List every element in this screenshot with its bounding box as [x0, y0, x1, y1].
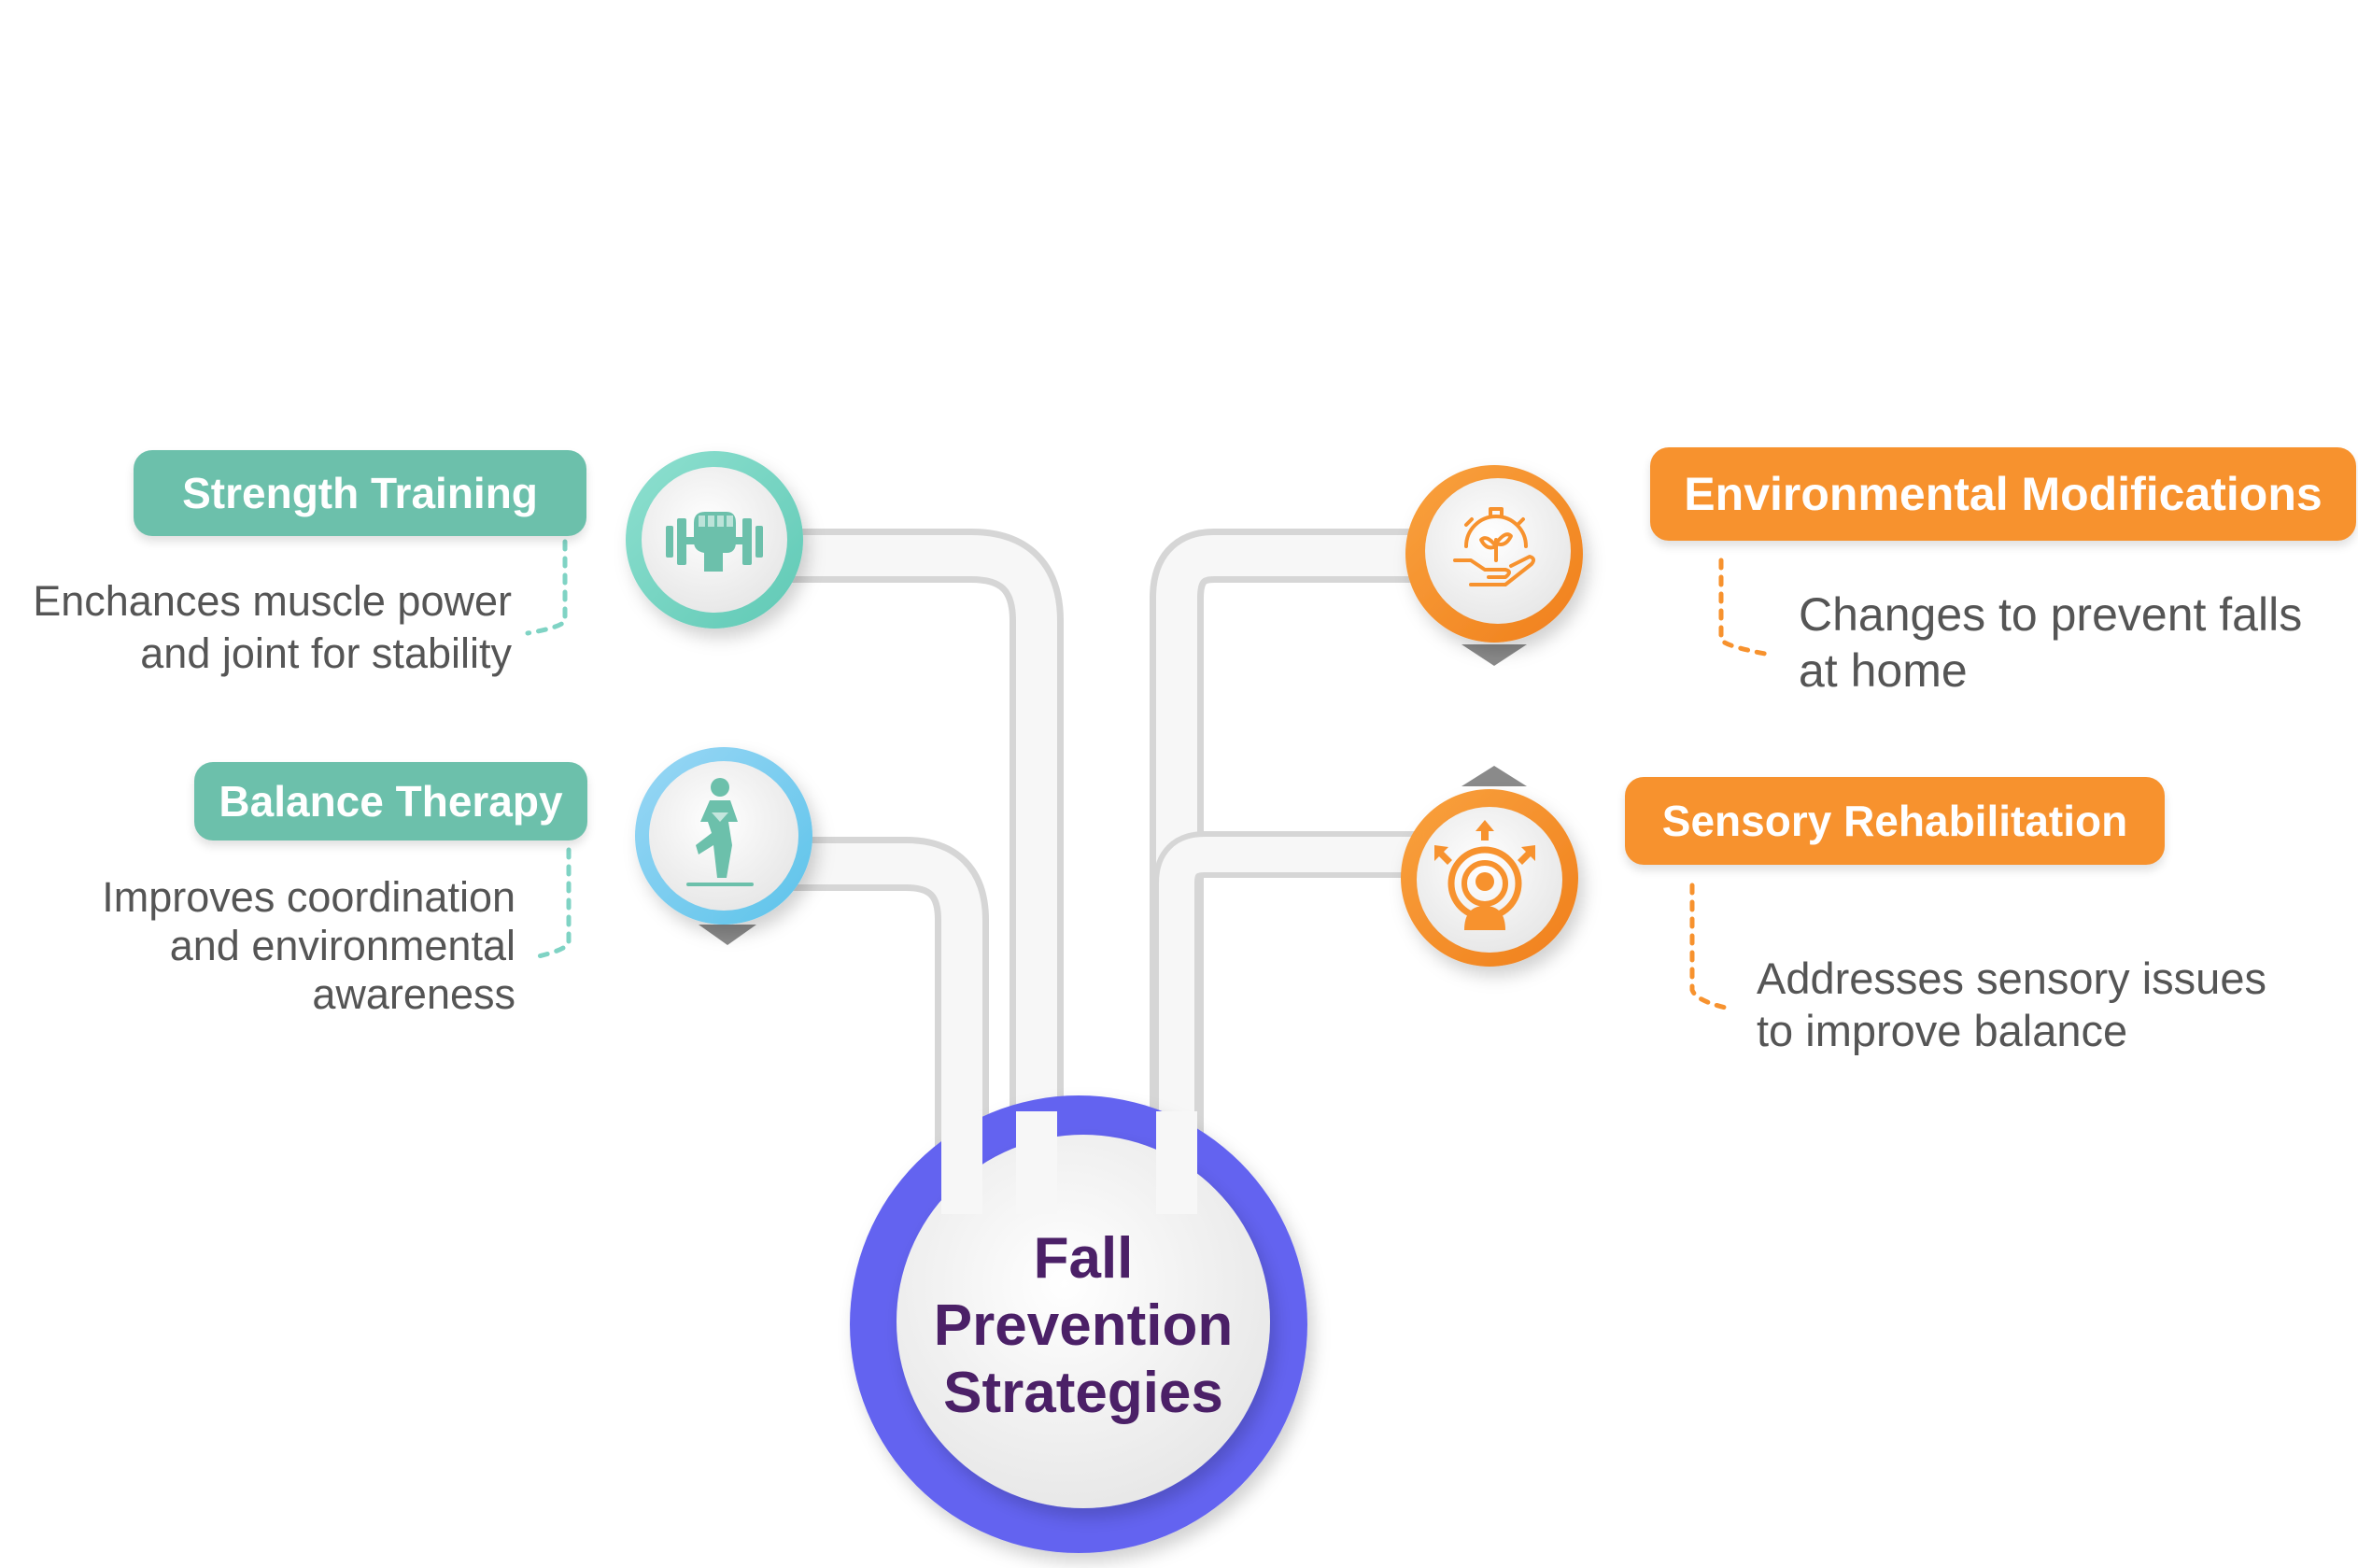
- leader-sensory: [1689, 883, 1732, 1011]
- tube-balance: [767, 837, 989, 1222]
- center-disc: [897, 1135, 1270, 1508]
- fist-dumbbell-icon: [666, 512, 763, 572]
- description-line: and environmental: [169, 922, 515, 969]
- tube-strength: [748, 529, 1064, 1222]
- node-strength-training: [626, 451, 803, 629]
- node-environmental-modifications: [1405, 465, 1583, 666]
- leader-environmental: [1718, 558, 1768, 657]
- strength-training-label: Strength Training: [134, 450, 586, 536]
- tube-caps: [941, 1111, 1197, 1214]
- center-title-line: Prevention: [933, 1293, 1234, 1358]
- balance-therapy-label: Balance Therapy: [194, 762, 587, 841]
- gear-hand-plant-icon: [1453, 507, 1536, 586]
- leader-lines: [525, 539, 1768, 1011]
- description-line: to improve balance: [1757, 1006, 2128, 1055]
- description-line: Changes to prevent falls: [1799, 588, 2303, 641]
- node-sensory-rehabilitation: [1401, 766, 1578, 967]
- leader-balance: [531, 847, 572, 960]
- person-signal-arrows-icon: [1434, 820, 1535, 930]
- center-title: Fall Prevention Strategies: [897, 1214, 1270, 1438]
- environmental-modifications-description: Changes to prevent falls at home: [1799, 586, 2350, 699]
- node-balance-therapy: [635, 747, 812, 945]
- strength-training-description: Enchances muscle power and joint for sta…: [0, 575, 512, 680]
- center-title-line: Strategies: [943, 1361, 1223, 1425]
- balance-therapy-description: Improves coordination and environmental …: [0, 873, 515, 1019]
- center-title-line: Fall: [1033, 1226, 1134, 1291]
- connector-tubes: [748, 529, 1447, 1222]
- tube-sensory: [1153, 831, 1443, 1219]
- description-line: awareness: [312, 970, 515, 1018]
- leader-strength: [525, 539, 568, 636]
- yoga-tree-pose-icon: [686, 778, 754, 886]
- description-line: at home: [1799, 644, 1968, 697]
- sensory-rehabilitation-description: Addresses sensory issues to improve bala…: [1757, 953, 2336, 1057]
- description-line: Improves coordination: [102, 873, 515, 921]
- description-line: and joint for stability: [140, 629, 512, 677]
- description-line: Addresses sensory issues: [1757, 954, 2266, 1003]
- description-line: Enchances muscle power: [33, 577, 512, 625]
- environmental-modifications-label: Environmental Modifications: [1650, 447, 2356, 541]
- sensory-rehabilitation-label: Sensory Rehabilitation: [1625, 777, 2165, 865]
- tube-environmental: [1150, 529, 1447, 1222]
